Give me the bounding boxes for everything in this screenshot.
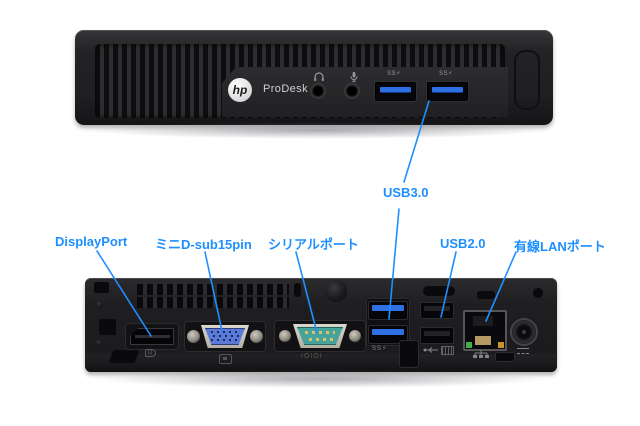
callout-displayport: DisplayPort <box>55 234 128 249</box>
callout-lan: 有線LANポート <box>514 239 606 254</box>
front-usb3-port-1 <box>375 82 416 101</box>
dc-power-jack <box>512 320 536 344</box>
lan-port <box>463 310 507 351</box>
hp-logo: hp <box>228 78 252 102</box>
usb3-stack <box>366 298 410 346</box>
vga-port <box>184 321 266 352</box>
monitor-icon <box>219 354 232 364</box>
displayport-port <box>125 323 179 350</box>
serial-port <box>274 320 366 352</box>
chassis-cutout <box>108 350 140 363</box>
serial-screw <box>279 330 291 342</box>
headphone-jack <box>311 84 325 98</box>
padlock-hole <box>533 288 543 298</box>
back-usb2-port-1 <box>420 302 454 319</box>
microphone-jack <box>345 84 359 98</box>
cable-lock-tab <box>399 340 419 368</box>
lan-led-green <box>466 342 472 348</box>
front-latch-outline <box>514 50 540 110</box>
pc-back-view: D IOIOI <box>85 278 557 372</box>
small-slot <box>477 291 495 299</box>
pc-front-view: hp ProDesk SS⚡ SS⚡ <box>75 30 553 125</box>
callout-serial: シリアルポート <box>268 237 359 252</box>
back-bottom-band <box>85 354 557 372</box>
front-shadow <box>88 122 548 139</box>
dc-power-icon <box>517 348 529 354</box>
vga-screw <box>250 330 263 343</box>
lan-network-icon <box>473 350 489 358</box>
microphone-icon <box>350 72 358 82</box>
usb3-marking: SS⚡ <box>439 71 453 77</box>
front-port-panel: hp ProDesk SS⚡ SS⚡ <box>222 67 508 117</box>
back-vents <box>137 284 289 295</box>
displayport-logo-icon: D <box>145 349 157 357</box>
front-usb3-port-2 <box>427 82 468 101</box>
thumbscrew <box>325 280 347 302</box>
chassis-cutout <box>94 282 109 293</box>
back-shadow <box>95 370 547 388</box>
back-vents <box>137 297 289 308</box>
usb-trident-icon <box>423 347 438 353</box>
usb3-marking: SS⚡ <box>387 71 401 77</box>
vga-screw <box>187 330 200 343</box>
headphone-icon <box>314 72 324 81</box>
chassis-cutout <box>99 319 116 335</box>
screw <box>96 340 102 346</box>
oval-slot <box>423 286 455 296</box>
serial-marking: IOIOI <box>301 353 323 360</box>
callout-usb3: USB3.0 <box>383 185 429 200</box>
hp-logo-text: hp <box>232 83 248 97</box>
kensington-slot <box>495 352 515 362</box>
keyboard-icon <box>441 346 454 355</box>
lan-led-amber <box>498 342 504 348</box>
back-usb3-port-2 <box>368 325 408 344</box>
screw <box>96 301 103 308</box>
back-usb3-port-1 <box>368 301 408 320</box>
usb3-marking: SS⚡ <box>372 346 388 352</box>
keyhole-slot <box>294 283 301 297</box>
callout-mini-dsub: ミニD-sub15pin <box>155 237 252 252</box>
model-name: ProDesk <box>263 83 308 95</box>
callout-usb2: USB2.0 <box>440 236 486 251</box>
serial-screw <box>349 330 361 342</box>
back-usb2-port-2 <box>420 327 454 344</box>
